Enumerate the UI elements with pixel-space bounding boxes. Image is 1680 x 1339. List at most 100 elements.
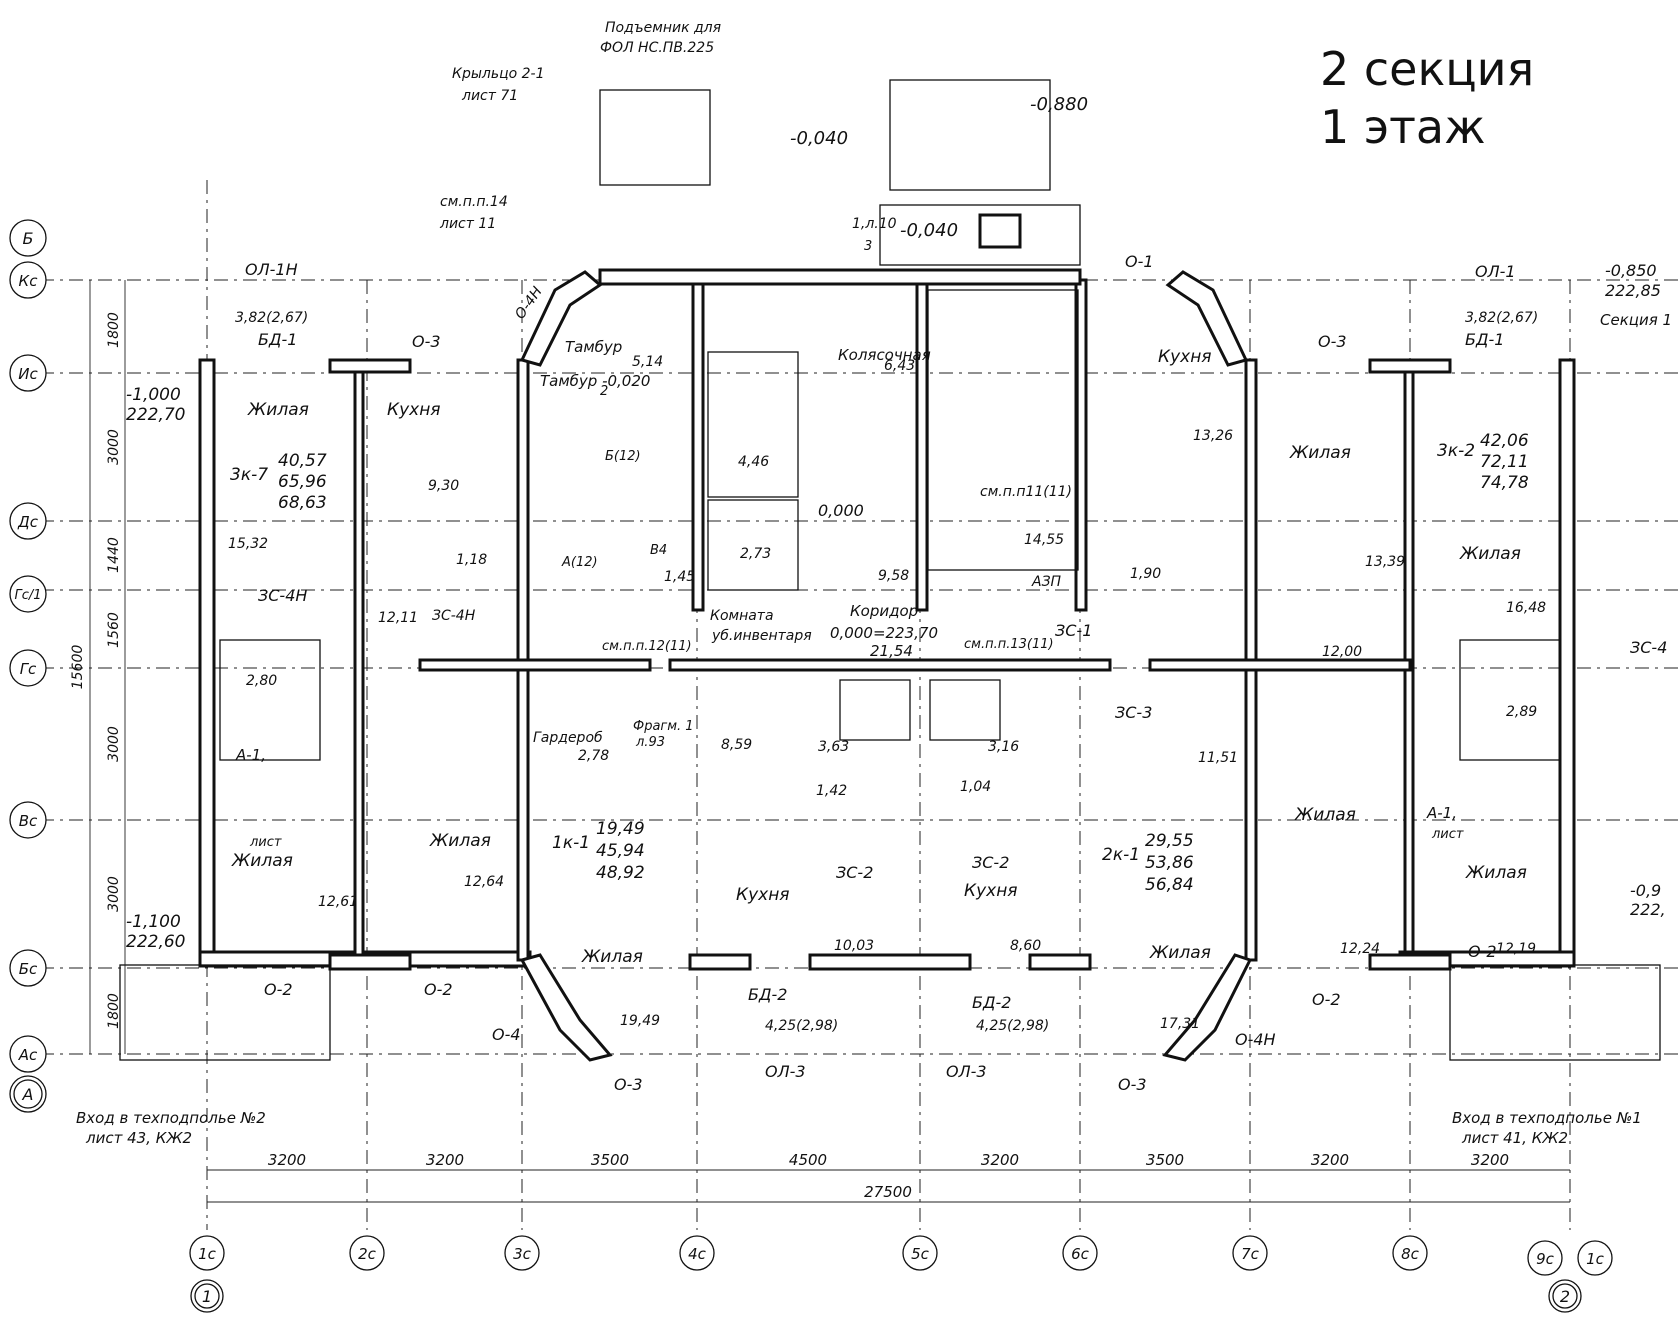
label-ol1b: ОЛ-1 bbox=[1475, 262, 1516, 281]
dim-bottom-5: 3200 bbox=[981, 1151, 1019, 1169]
mark-o3c: О-3 bbox=[614, 1075, 643, 1094]
mark-zs4n-b: ЗС-4Н bbox=[432, 608, 476, 624]
room-zhilaya-6: Жилая bbox=[581, 947, 643, 967]
room-tambur-2: Тамбур -0,020 bbox=[540, 372, 650, 390]
note-smpp12: см.п.п.12(11) bbox=[602, 639, 692, 654]
mark-zs1: ЗС-1 bbox=[1055, 621, 1092, 640]
area-13-39: 13,39 bbox=[1365, 554, 1405, 570]
dim-bottom-1: 3200 bbox=[268, 1151, 306, 1169]
dim-left-1560: 1560 bbox=[106, 612, 122, 648]
walls bbox=[119, 79, 1661, 1062]
area-16-48: 16,48 bbox=[1506, 600, 1546, 616]
apt-1k1-v2: 45,94 bbox=[596, 841, 645, 861]
area-1-90: 1,90 bbox=[1130, 566, 1161, 582]
element-marks: О-2 О-2 О-2 О-2 БД-2 БД-2 ОЛ-3 ОЛ-3 О-3 … bbox=[76, 239, 1667, 1147]
room-azp: АЗП bbox=[1031, 574, 1062, 590]
floor-label: 1 этаж bbox=[1320, 100, 1486, 154]
label-bd1a: БД-1 bbox=[258, 330, 297, 349]
room-zhilaya-7: Жилая bbox=[1149, 943, 1211, 963]
label-a1-left-sheet: лист bbox=[249, 835, 282, 850]
room-zhilaya-9: Жилая bbox=[1465, 863, 1527, 883]
area-9-58: 9,58 bbox=[878, 568, 909, 584]
apt-1k1-v3: 48,92 bbox=[596, 863, 645, 883]
note-fragm: Фрагм. 1 bbox=[633, 719, 694, 734]
dim-left-3000c: 3000 bbox=[106, 876, 122, 912]
mark-b12: Б(12) bbox=[605, 449, 641, 464]
apt-3k2-v3: 74,78 bbox=[1480, 473, 1529, 493]
axis-main-2: 2 bbox=[1560, 1287, 1570, 1306]
label-bd1b-area: 3,82(2,67) bbox=[1465, 310, 1538, 326]
dim-bottom-8: 3200 bbox=[1471, 1151, 1509, 1169]
mark-o2d: О-2 bbox=[1468, 942, 1497, 961]
dim-left-1800b: 1800 bbox=[106, 993, 122, 1029]
area-1-04: 1,04 bbox=[960, 779, 991, 795]
axis-6c: 6с bbox=[1071, 1245, 1090, 1263]
mark-o2b: О-2 bbox=[424, 980, 453, 999]
note-fragm-sheet: л.93 bbox=[635, 735, 665, 750]
note-vhod-1-sheet: лист 41, КЖ2 bbox=[1461, 1129, 1568, 1147]
axis-7c: 7с bbox=[1241, 1245, 1260, 1263]
dim-left-total: 15600 bbox=[70, 645, 86, 690]
label-o3a: О-3 bbox=[412, 332, 441, 351]
area-12-19: 12,19 bbox=[1496, 941, 1536, 957]
note-smpp14-sheet: лист 11 bbox=[439, 216, 496, 232]
label-a1-left: А-1, bbox=[235, 746, 266, 764]
dim-left-3000b: 3000 bbox=[106, 726, 122, 762]
level-right: -0,9 bbox=[1630, 881, 1661, 900]
area-3-16: 3,16 bbox=[988, 739, 1019, 755]
room-komnata-2: уб.инвентаря bbox=[711, 628, 812, 644]
mark-bd2b: БД-2 bbox=[972, 993, 1011, 1012]
axis-3c: 3с bbox=[513, 1245, 532, 1263]
area-bd2a: 4,25(2,98) bbox=[765, 1018, 838, 1034]
level-sec1-abs: 222,85 bbox=[1605, 281, 1661, 300]
note-lift: Подъемник для bbox=[605, 20, 721, 36]
area-12-00: 12,00 bbox=[1322, 644, 1362, 660]
level-sec1: -0,850 bbox=[1605, 261, 1657, 280]
room-zhilaya-8: Жилая bbox=[1294, 805, 1356, 825]
apt-2k1-v3: 56,84 bbox=[1145, 875, 1194, 895]
level-left-2: -1,100 bbox=[126, 912, 181, 932]
apt-3k7-v3: 68,63 bbox=[278, 493, 327, 513]
area-0-000: 0,000 bbox=[818, 501, 864, 520]
level-m040-a: -0,040 bbox=[790, 128, 848, 149]
axis-8c: 8с bbox=[1401, 1245, 1420, 1263]
level-m880: -0,880 bbox=[1030, 94, 1088, 115]
dim-left-1440: 1440 bbox=[106, 537, 122, 573]
axis-Dc: Дс bbox=[17, 513, 39, 531]
apt-2k1-v2: 53,86 bbox=[1145, 853, 1194, 873]
axis-Vc: Вс bbox=[19, 812, 38, 830]
axis-1c-right: 1с bbox=[1586, 1250, 1605, 1268]
note-l10: 1,л.10 bbox=[852, 216, 897, 232]
area-1-18: 1,18 bbox=[456, 552, 487, 568]
area-11-51: 11,51 bbox=[1198, 750, 1238, 766]
room-koridor-area: 21,54 bbox=[870, 642, 913, 660]
area-17-31: 17,31 bbox=[1160, 1016, 1200, 1032]
apt-3k7-id: 3к-7 bbox=[230, 465, 268, 485]
room-areas: 15,32 9,30 1,18 12,11 2,80 12,61 12,64 5… bbox=[228, 354, 1546, 1034]
mark-zs2b: ЗС-2 bbox=[972, 853, 1009, 872]
area-8-60: 8,60 bbox=[1010, 938, 1041, 954]
axis-2c: 2с bbox=[358, 1245, 377, 1263]
area-10-03: 10,03 bbox=[834, 938, 874, 954]
dim-bottom-2: 3200 bbox=[426, 1151, 464, 1169]
axis-Ac: Ас bbox=[18, 1046, 38, 1064]
mark-tag-3: 3 bbox=[864, 239, 872, 254]
column-axes: 1с 2с 3с 4с 5с 6с 7с 8с 9с 1с 1 2 bbox=[189, 1235, 1613, 1313]
note-smpp13: см.п.п.13(11) bbox=[964, 637, 1054, 652]
mark-zs4n-a: ЗС-4Н bbox=[258, 586, 307, 605]
room-kukhnya-2: Кухня bbox=[1158, 347, 1212, 367]
mark-zs2a: ЗС-2 bbox=[836, 863, 873, 882]
label-a1-right-sheet: лист bbox=[1431, 827, 1464, 842]
level-left-1-abs: 222,70 bbox=[126, 405, 185, 425]
room-kukhnya-3: Кухня bbox=[736, 885, 790, 905]
mark-a12: А(12) bbox=[561, 555, 598, 570]
note-smpp14: см.п.п.14 bbox=[440, 194, 508, 210]
area-4-46: 4,46 bbox=[738, 454, 769, 470]
section-label: 2 секция bbox=[1320, 42, 1535, 96]
room-zhilaya-4: Жилая bbox=[231, 851, 293, 871]
area-1-45: 1,45 bbox=[664, 569, 695, 585]
apt-1k1-id: 1к-1 bbox=[552, 833, 590, 853]
area-8-59: 8,59 bbox=[721, 737, 752, 753]
dim-bottom-7: 3200 bbox=[1311, 1151, 1349, 1169]
